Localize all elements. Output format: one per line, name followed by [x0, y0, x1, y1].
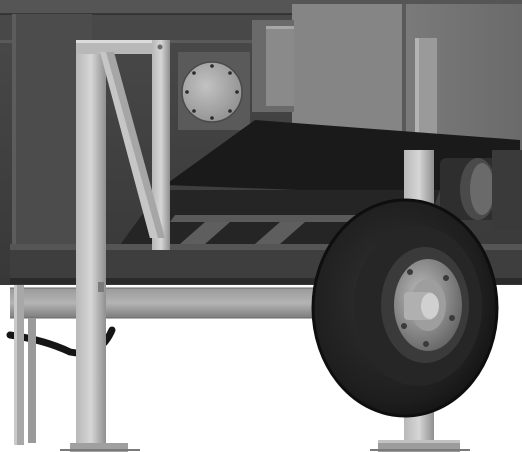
left-support-legs: [14, 285, 36, 445]
lug-nut: [443, 275, 449, 281]
lug-nut: [449, 315, 455, 321]
access-panel: [252, 20, 294, 112]
front-support-post: [76, 40, 170, 452]
left-foot-plate: [70, 443, 128, 452]
bolted-cover-plate: [178, 52, 250, 130]
wheel: [311, 198, 499, 418]
lug-nut: [401, 323, 407, 329]
lug-nut: [407, 269, 413, 275]
lower-cross-rail: [10, 287, 320, 319]
axle-housing: [440, 150, 522, 230]
lug-nut: [423, 341, 429, 347]
